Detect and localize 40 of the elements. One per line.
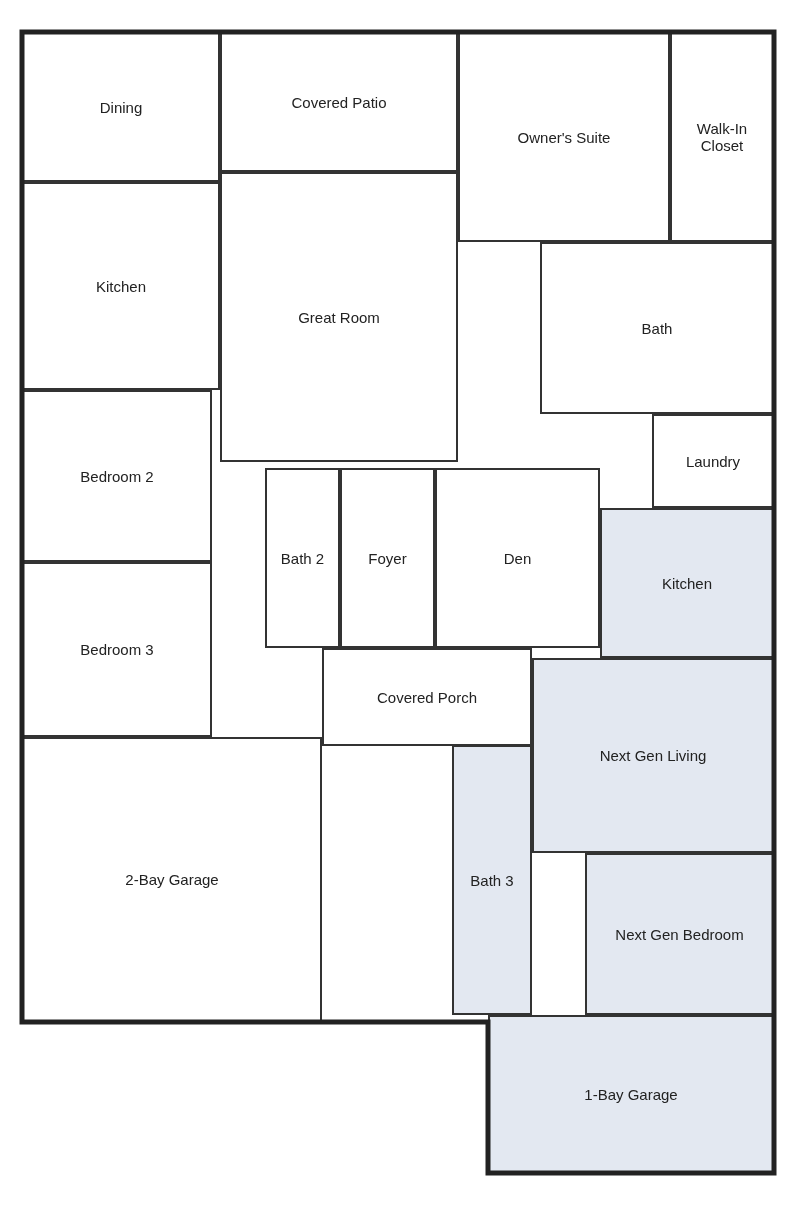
room-label: Next Gen Living (599, 747, 707, 764)
room-area (488, 1015, 774, 1173)
room-area (265, 468, 340, 648)
room-label: 1-Bay Garage (584, 1085, 678, 1103)
room-area (600, 508, 774, 658)
room-area (532, 658, 774, 853)
room-label: Foyer (368, 549, 407, 567)
room-area (22, 390, 212, 562)
room-label: Bath 2 (280, 549, 325, 567)
room-label: Kitchen (661, 574, 712, 592)
room-area (652, 414, 774, 508)
room-area (452, 745, 532, 1015)
room-label: Owner's Suite (517, 128, 611, 146)
room-label: Walk-In Closet (695, 120, 749, 154)
room-area (340, 468, 435, 648)
room-area (22, 182, 220, 390)
room-label: Bedroom 3 (80, 641, 154, 658)
room-area (220, 172, 458, 462)
room-label: Covered Porch (376, 688, 478, 706)
room-area (435, 468, 600, 648)
room-label: Dining (99, 98, 143, 116)
room-label: Laundry (685, 452, 741, 470)
room-area (670, 32, 774, 242)
room-area (22, 737, 322, 1022)
room-label: Bath (641, 319, 673, 337)
room-area (458, 32, 670, 242)
room-area (585, 853, 774, 1015)
room-label: Kitchen (95, 277, 146, 295)
room-label: Bedroom 2 (80, 467, 154, 485)
room-area (22, 562, 212, 737)
room-label: Covered Patio (291, 93, 387, 111)
room-label: 2-Bay Garage (125, 871, 219, 888)
room-label: Bath 3 (470, 871, 514, 889)
room-label: Den (503, 549, 532, 567)
room-area (322, 648, 532, 746)
room-area (22, 32, 220, 182)
room-label: Next Gen Bedroom (615, 925, 744, 943)
room-area (540, 242, 774, 414)
room-area (220, 32, 458, 172)
room-label: Great Room (298, 308, 380, 326)
